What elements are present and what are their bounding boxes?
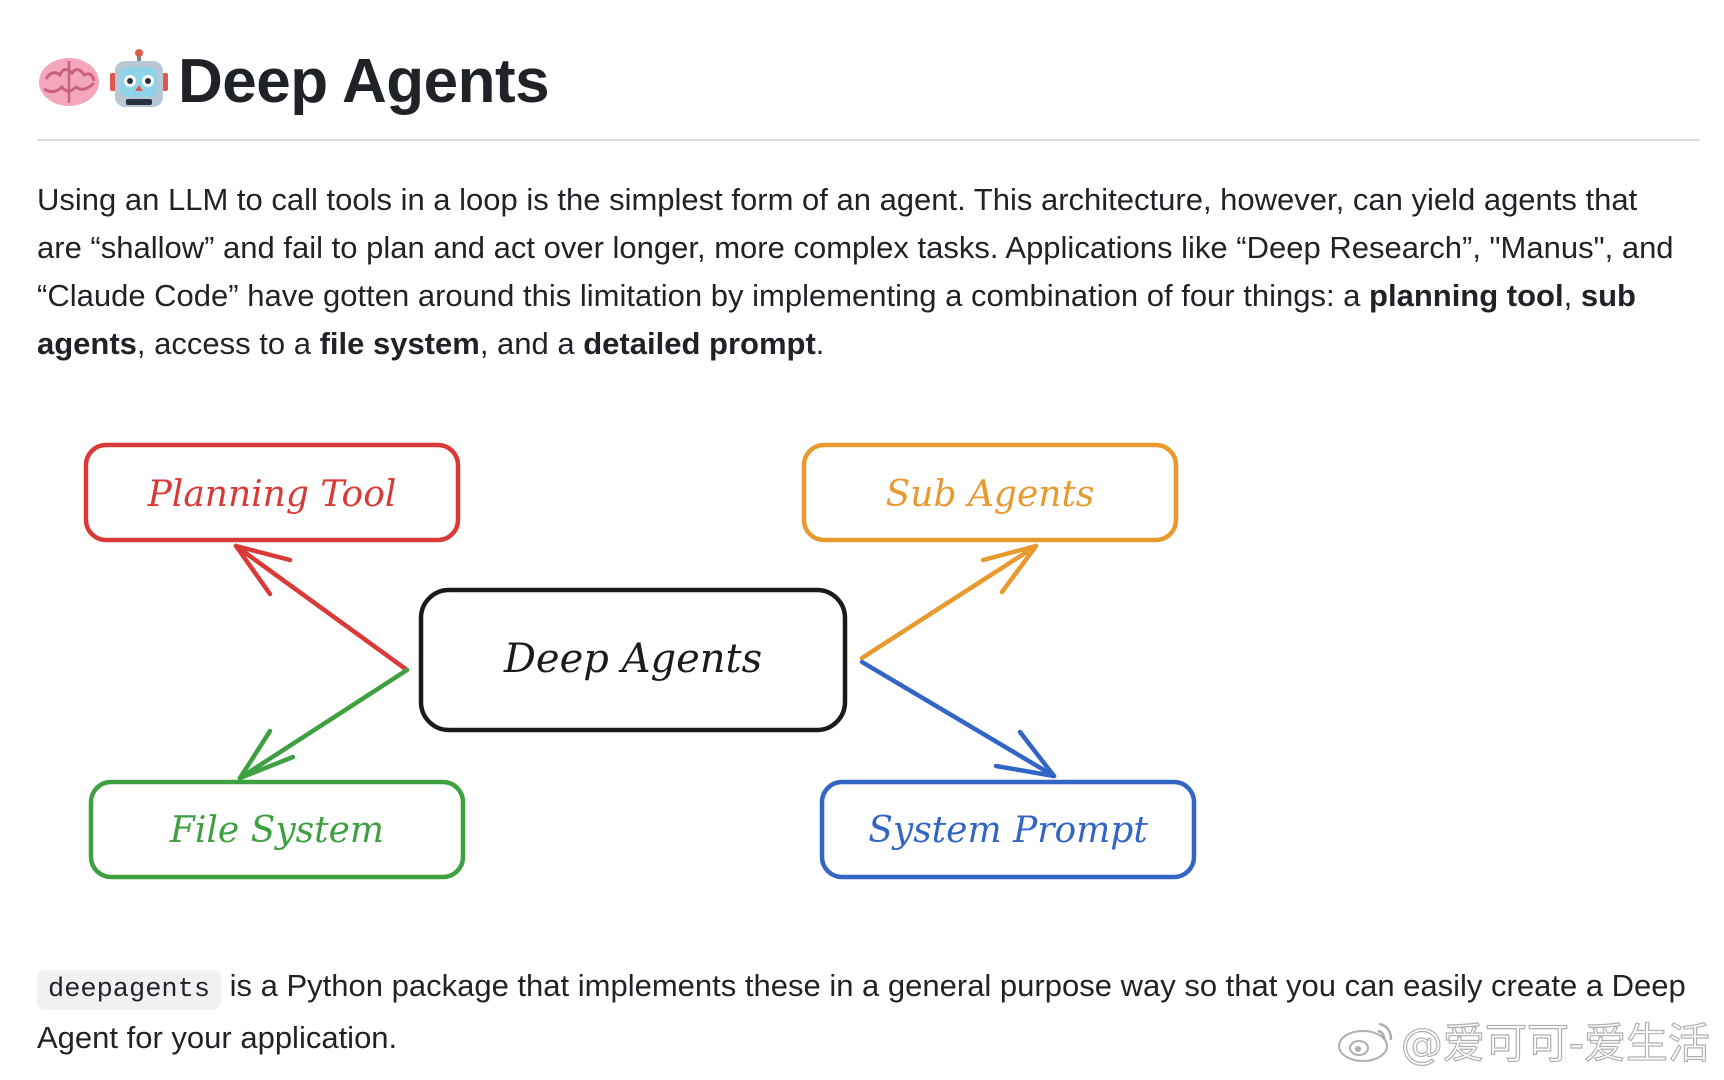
watermark: @爱可可-爱生活	[1335, 1010, 1711, 1071]
page-title: Deep Agents	[178, 47, 550, 116]
sub-agents-bold: sub agents	[37, 278, 1636, 361]
footer-text: is a Python package that implements thes…	[37, 968, 1686, 1055]
file-system-label: File System	[169, 810, 384, 851]
package-name-code: deepagents	[37, 970, 222, 1010]
arrow-to-system-prompt	[859, 659, 1057, 779]
footer-paragraph: deepagents is a Python package that impl…	[37, 962, 1687, 1062]
robot-icon	[110, 49, 168, 107]
deep-agents-diagram: Planning Tool Sub Agents Deep Agents Fil…	[0, 400, 1724, 920]
deep-agents-label: Deep Agents	[503, 636, 762, 682]
sub-agents-label: Sub Agents	[886, 474, 1095, 515]
watermark-text: @爱可可-爱生活	[1400, 1018, 1710, 1068]
heading-divider	[37, 139, 1700, 141]
sub-agents-box	[801, 442, 1179, 543]
arrow-to-sub-agents	[859, 543, 1039, 661]
planning-tool-label: Planning Tool	[147, 474, 397, 515]
intro-text-4: , and a	[479, 326, 584, 361]
diagram-svg: Planning Tool Sub Agents Deep Agents Fil…	[83, 442, 1197, 880]
intro-text-3: , access to a	[136, 326, 320, 361]
system-prompt-label: System Prompt	[868, 810, 1148, 851]
weibo-icon	[1337, 1022, 1393, 1062]
intro-text-1: Using an LLM to call tools in a loop is …	[37, 182, 1674, 313]
intro-paragraph: Using an LLM to call tools in a loop is …	[37, 176, 1687, 368]
page-heading: Deep Agents	[36, 44, 550, 120]
system-prompt-box	[819, 779, 1197, 880]
brain-icon	[39, 58, 99, 106]
file-system-bold: file system	[319, 326, 480, 361]
detailed-prompt-bold: detailed prompt	[583, 326, 816, 361]
file-system-box	[88, 779, 466, 880]
deep-agents-box	[418, 587, 848, 733]
arrow-to-planning-tool	[233, 543, 410, 673]
planning-tool-bold: planning tool	[1369, 278, 1564, 313]
planning-tool-box	[83, 442, 461, 543]
intro-text-5: .	[815, 326, 825, 361]
intro-text-2: ,	[1563, 278, 1581, 313]
arrow-to-file-system	[237, 667, 410, 781]
